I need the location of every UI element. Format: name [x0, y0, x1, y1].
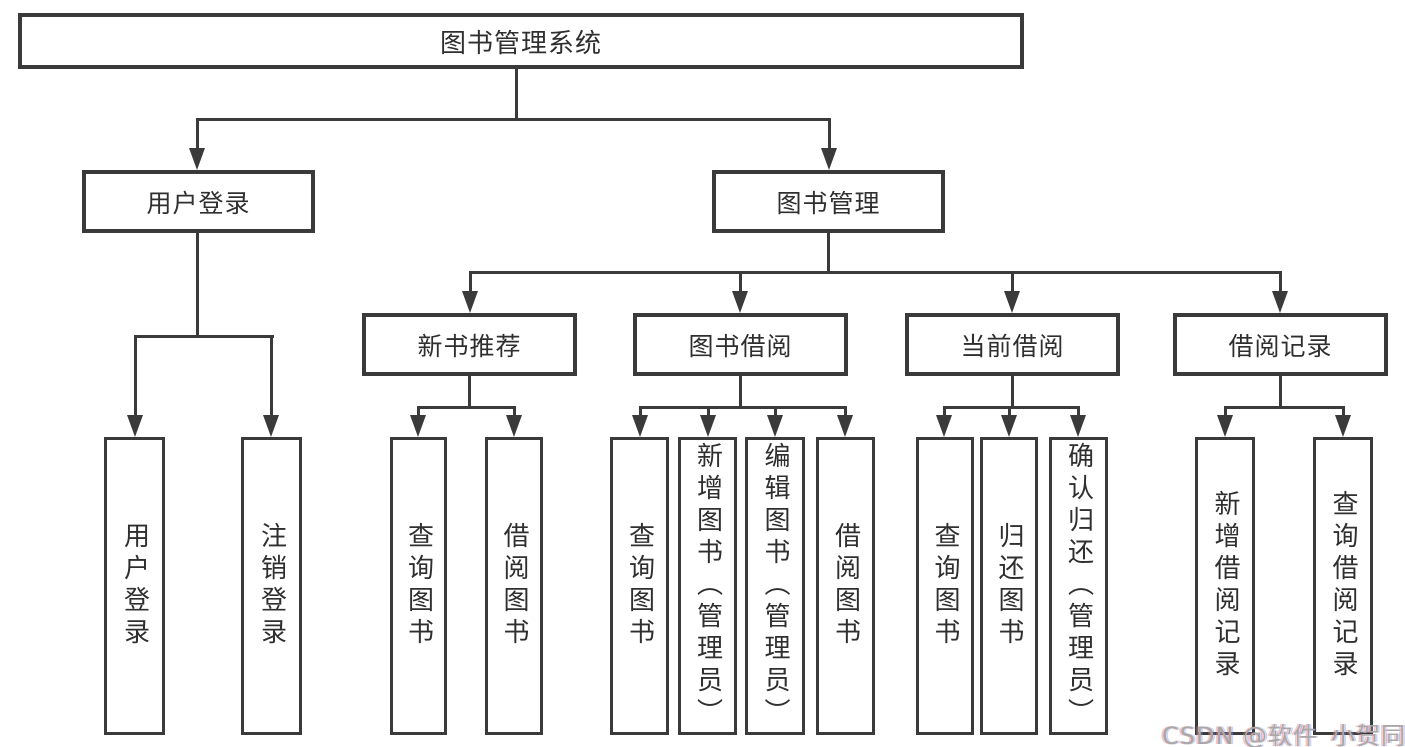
- leaf-confirm-return-admin: 确认归还（管理员）: [1049, 437, 1108, 735]
- connector-shaft: [513, 406, 516, 419]
- connector-shaft: [1011, 271, 1014, 295]
- connector-shaft: [1342, 406, 1345, 419]
- node-book-management: 图书管理: [712, 170, 945, 233]
- arrow-down-icon: [767, 415, 783, 437]
- leaf-query-books-borrow: 查询图书: [610, 437, 669, 735]
- connector-shaft: [270, 335, 273, 419]
- arrow-down-icon: [632, 415, 648, 437]
- connector-borrow-records-stem: [1279, 376, 1282, 409]
- connector-shaft: [844, 406, 847, 419]
- arrow-down-icon: [1070, 415, 1086, 437]
- arrow-down-icon: [189, 148, 205, 170]
- node-library-management-system: 图书管理系统: [18, 13, 1024, 69]
- leaf-return-books: 归还图书: [980, 437, 1038, 735]
- leaf-add-books-admin: 新增图书（管理员）: [678, 437, 737, 735]
- connector-book-borrow-stem: [739, 376, 742, 409]
- csdn-watermark: CSDN @软件_小贺同学: [1162, 722, 1405, 747]
- leaf-add-borrow-record: 新增借阅记录: [1195, 437, 1255, 735]
- arrow-down-icon: [821, 148, 837, 170]
- connector-shaft: [417, 406, 420, 419]
- arrow-down-icon: [732, 291, 748, 313]
- arrow-down-icon: [1004, 291, 1020, 313]
- connector-shaft: [943, 406, 946, 419]
- arrow-down-icon: [410, 415, 426, 437]
- connector-current-borrow-stem: [1011, 376, 1014, 409]
- connector-shaft: [774, 406, 777, 419]
- leaf-edit-books-admin: 编辑图书（管理员）: [745, 437, 805, 735]
- arrow-down-icon: [837, 415, 853, 437]
- connector-user-login-rail: [134, 335, 274, 338]
- arrow-down-icon: [263, 415, 279, 437]
- node-new-book-recommend: 新书推荐: [362, 313, 577, 376]
- connector-shaft: [469, 271, 472, 295]
- arrow-down-icon: [1001, 415, 1017, 437]
- connector-shaft: [1077, 406, 1080, 419]
- leaf-borrow-books-recommend: 借阅图书: [485, 437, 543, 735]
- connector-shaft: [639, 406, 642, 419]
- connector-shaft: [739, 271, 742, 295]
- connector-root-rail: [196, 118, 831, 121]
- connector-book-management-rail: [469, 271, 1282, 274]
- arrow-down-icon: [127, 415, 143, 437]
- arrow-down-icon: [1272, 291, 1288, 313]
- connector-shaft: [1224, 406, 1227, 419]
- leaf-query-borrow-record: 查询借阅记录: [1313, 437, 1373, 735]
- connector-new-book-rail: [417, 406, 516, 409]
- arrow-down-icon: [1335, 415, 1351, 437]
- leaf-borrow-books: 借阅图书: [816, 437, 875, 735]
- arrow-down-icon: [1217, 415, 1233, 437]
- leaf-query-books-recommend: 查询图书: [390, 437, 447, 735]
- arrow-down-icon: [506, 415, 522, 437]
- connector-shaft: [707, 406, 710, 419]
- node-current-borrow: 当前借阅: [905, 313, 1120, 376]
- connector-new-book-stem: [468, 376, 471, 409]
- connector-shaft: [1279, 271, 1282, 295]
- connector-book-management-stem: [827, 233, 830, 273]
- arrow-down-icon: [700, 415, 716, 437]
- connector-root-stem: [515, 69, 518, 119]
- leaf-query-books-current: 查询图书: [916, 437, 974, 735]
- connector-shaft: [134, 335, 137, 419]
- connector-shaft: [1008, 406, 1011, 419]
- node-borrow-records: 借阅记录: [1173, 313, 1388, 376]
- leaf-user-login: 用户登录: [104, 437, 165, 735]
- connector-shaft: [196, 118, 199, 152]
- arrow-down-icon: [936, 415, 952, 437]
- connector-current-borrow-rail: [943, 406, 1080, 409]
- connector-shaft: [828, 118, 831, 152]
- node-book-borrow: 图书借阅: [633, 313, 848, 376]
- connector-user-login-stem: [196, 233, 199, 336]
- arrow-down-icon: [462, 291, 478, 313]
- connector-borrow-records-rail: [1224, 406, 1344, 409]
- connector-book-borrow-rail: [639, 406, 847, 409]
- node-user-login: 用户登录: [82, 170, 315, 233]
- leaf-logout: 注销登录: [241, 437, 302, 735]
